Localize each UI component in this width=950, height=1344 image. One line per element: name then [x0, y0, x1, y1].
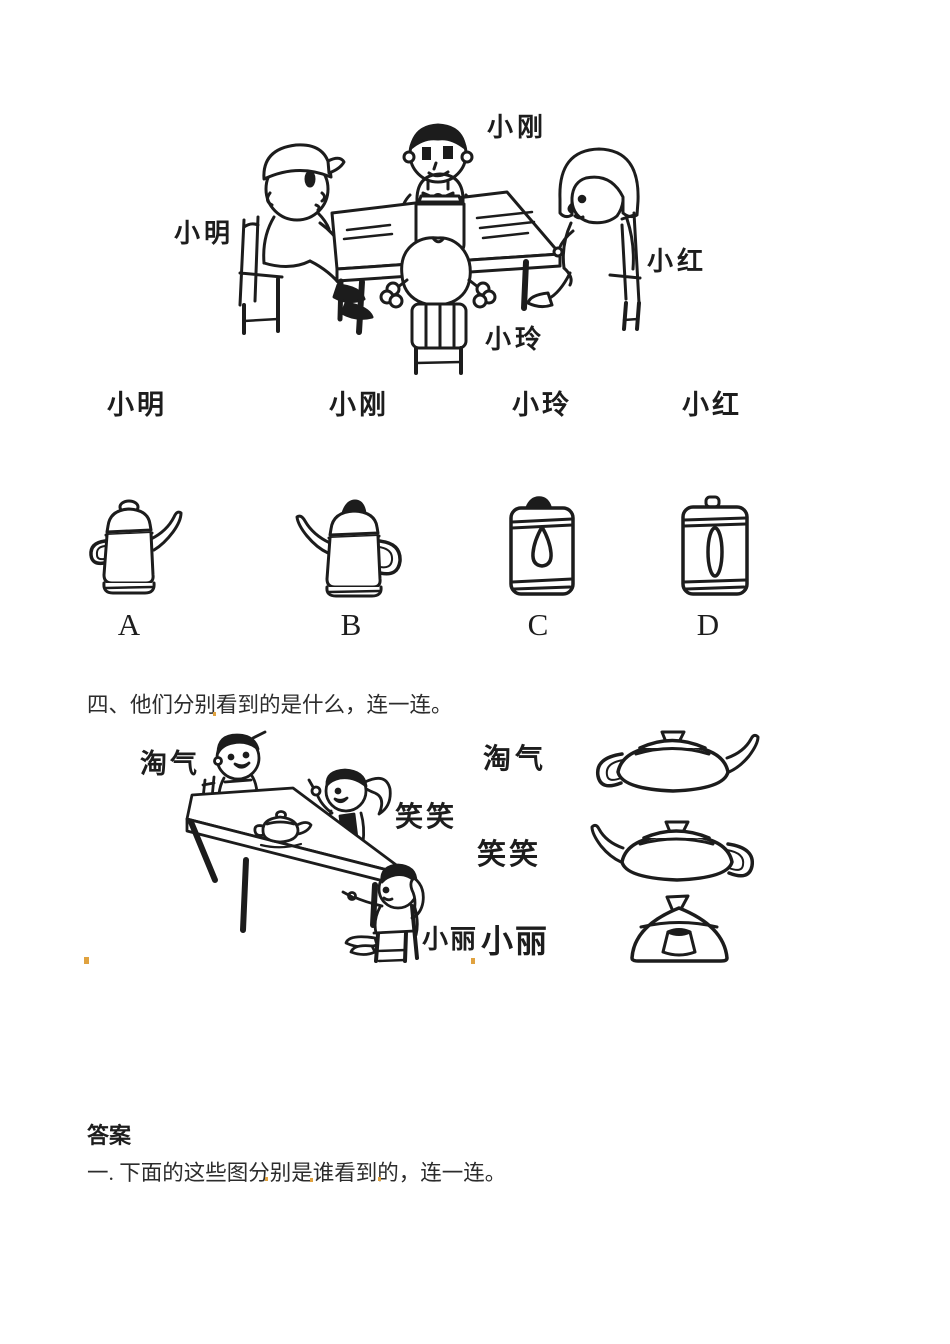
match-teapot-front-view — [616, 894, 744, 964]
pot-c-front-teardrop-spout — [505, 495, 581, 599]
scan-artifact-dot — [310, 1178, 313, 1182]
match-teapot-spout-left-handle-right — [588, 820, 760, 884]
scan-artifact-dot — [471, 958, 475, 964]
scan-artifact-dot — [265, 1177, 268, 1181]
name-xiaoming: 小明 — [107, 390, 167, 420]
scene-four-kids-around-table — [230, 105, 650, 375]
match-name-xiaoxiao: 笑笑 — [477, 839, 542, 871]
scan-artifact-dot — [84, 957, 89, 964]
scene1-label-left: 小明 — [174, 219, 235, 248]
scene2-label-xiaoli: 小丽 — [422, 925, 479, 954]
pot-b-side-spout-left — [285, 495, 407, 601]
match-name-taoqi: 淘气 — [483, 744, 548, 775]
match-teapot-handle-left-spout-right — [592, 730, 764, 798]
answers-line1: 一. 下面的这些图分别是谁看到的，连一连。 — [87, 1161, 507, 1185]
scene1-label-bottom: 小玲 — [485, 325, 546, 354]
pot-d-back-slit-spout — [676, 495, 754, 599]
option-label-c: C — [527, 607, 549, 642]
name-xiaohong: 小红 — [682, 390, 742, 420]
scan-artifact-dot — [213, 712, 216, 716]
name-xiaogang: 小刚 — [329, 390, 389, 420]
question4-title: 四、他们分别看到的是什么，连一连。 — [87, 693, 453, 717]
match-name-xiaoli: 小丽 — [481, 923, 550, 959]
scan-artifact-dot — [378, 1177, 381, 1181]
scene2-label-taoqi: 淘气 — [140, 749, 200, 779]
option-label-d: D — [696, 607, 720, 642]
option-label-a: A — [117, 607, 141, 642]
scene1-label-top: 小刚 — [487, 113, 548, 142]
scene-three-kids-around-table — [135, 730, 565, 970]
scene2-label-xiaoxiao: 笑笑 — [395, 802, 458, 833]
answers-heading: 答案 — [87, 1123, 132, 1148]
pot-a-side-spout-right — [82, 497, 184, 599]
name-xiaoling: 小玲 — [512, 390, 572, 420]
scene1-label-right: 小红 — [647, 247, 708, 276]
option-label-b: B — [340, 607, 362, 642]
